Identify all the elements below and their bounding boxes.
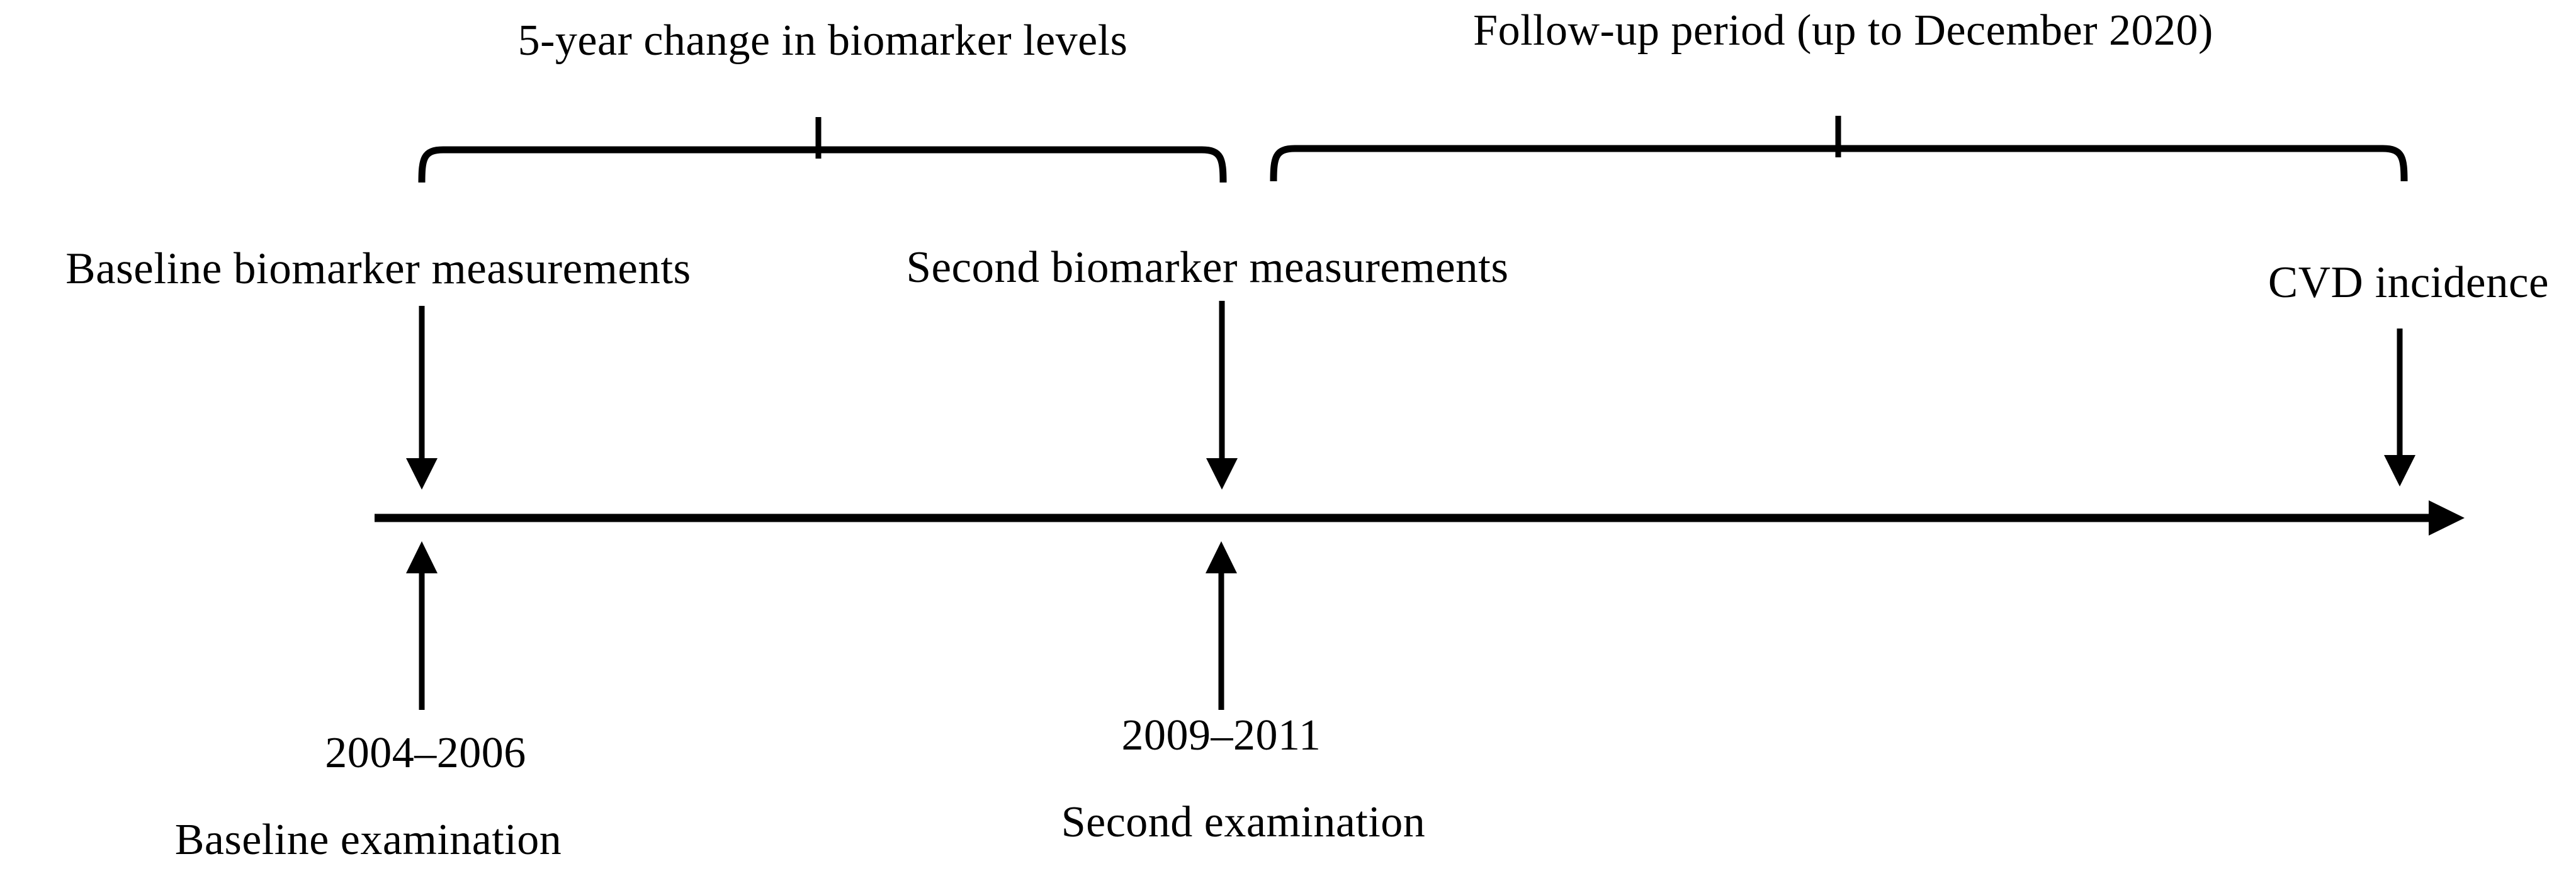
arrow-down-second-measurement-icon xyxy=(1206,301,1238,490)
arrow-up-second-exam-icon xyxy=(1206,541,1237,710)
label-cvd-incidence: CVD incidence xyxy=(2268,258,2550,307)
arrow-up-baseline-exam-icon xyxy=(406,541,438,710)
label-baseline-years: 2004–2006 xyxy=(325,729,526,777)
arrow-down-baseline-measurement-icon xyxy=(406,306,438,490)
label-second-exam: Second examination xyxy=(1061,798,1426,846)
label-change-period: 5-year change in biomarker levels xyxy=(517,16,1128,65)
arrow-down-cvd-incidence-icon xyxy=(2384,329,2415,486)
brace-change-period-icon xyxy=(418,117,1227,183)
label-baseline-measurement: Baseline biomarker measurements xyxy=(65,244,691,293)
label-second-measurement: Second biomarker measurements xyxy=(906,243,1509,292)
label-followup-period: Follow-up period (up to December 2020) xyxy=(1473,6,2213,55)
label-baseline-exam: Baseline examination xyxy=(174,816,562,864)
timeline-axis-arrow-icon xyxy=(375,500,2465,536)
brace-followup-period-icon xyxy=(1270,116,2408,182)
label-second-years: 2009–2011 xyxy=(1121,711,1321,760)
